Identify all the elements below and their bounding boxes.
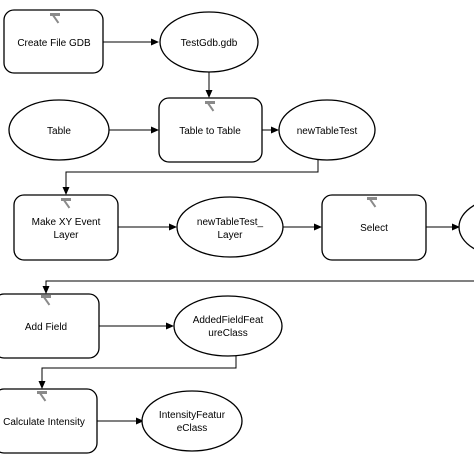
node-label: Add Field (25, 322, 67, 333)
node-label-line-2: eClass (177, 423, 208, 434)
data-table[interactable]: Table (8, 99, 110, 161)
tool-make-xy-event-layer[interactable]: Make XY Event Layer (13, 194, 119, 261)
arrowhead (136, 417, 144, 425)
node-label-line-1: AddedFieldFeat (193, 315, 264, 326)
data-newtabletest[interactable]: newTableTest (278, 99, 376, 161)
node-label: Table to Table (179, 126, 241, 137)
edge-newtabletest-to-make-xy (65, 160, 319, 188)
arrowhead (38, 381, 46, 389)
arrowhead (151, 38, 159, 46)
data-select-output[interactable] (458, 197, 474, 257)
tool-calculate-intensity[interactable]: Calculate Intensity (0, 388, 98, 454)
node-label-line-1: IntensityFeatur (159, 410, 226, 421)
tool-select[interactable]: Select (321, 194, 427, 261)
node-label: Create File GDB (17, 38, 91, 49)
data-newtabletest-layer[interactable]: newTableTest_ Layer (176, 196, 284, 258)
node-label-line-2: Layer (217, 230, 243, 241)
node-label-line-2: Layer (53, 230, 79, 241)
node-label: Select (360, 223, 388, 234)
edge-addedfield-to-calculate (41, 356, 237, 382)
arrowhead (271, 126, 279, 134)
node-label-line-2: ureClass (208, 328, 247, 339)
tool-table-to-table[interactable]: Table to Table (158, 97, 263, 163)
node-label: Table (47, 126, 71, 137)
nodes: Create File GDB TestGdb.gdb Table Table … (0, 9, 474, 454)
arrowhead (62, 187, 70, 195)
arrowhead (314, 223, 322, 231)
arrowhead (205, 90, 213, 98)
data-addedfield-featureclass[interactable]: AddedFieldFeat ureClass (173, 295, 283, 357)
node-label-line-1: Make XY Event (32, 217, 101, 228)
connectors (38, 38, 474, 425)
data-testgdb[interactable]: TestGdb.gdb (159, 11, 259, 73)
node-label: newTableTest (297, 126, 358, 137)
arrowhead (42, 286, 50, 294)
node-label: TestGdb.gdb (181, 38, 238, 49)
edge-output-to-add-field (45, 280, 474, 287)
tool-create-file-gdb[interactable]: Create File GDB (3, 9, 104, 74)
tool-add-field[interactable]: Add Field (0, 293, 100, 359)
arrowhead (166, 322, 174, 330)
arrowhead (169, 223, 177, 231)
arrowhead (151, 126, 159, 134)
node-label-line-1: newTableTest_ (197, 217, 264, 228)
arrowhead (452, 223, 460, 231)
data-intensity-featureclass[interactable]: IntensityFeatur eClass (141, 390, 243, 452)
node-label: Calculate Intensity (3, 417, 85, 428)
